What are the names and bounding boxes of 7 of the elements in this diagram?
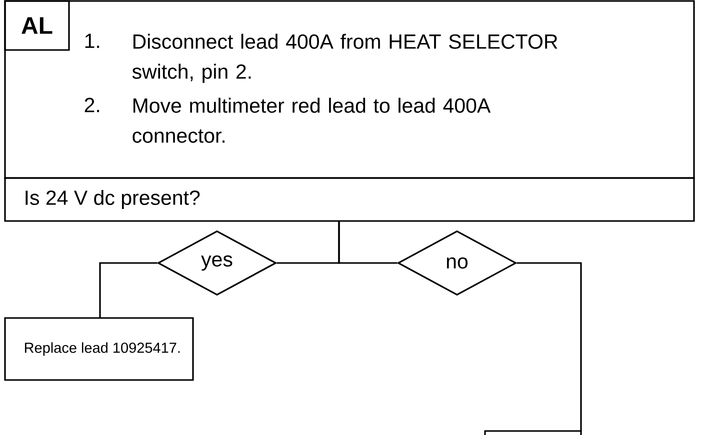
question-box: Is 24 V dc present? <box>4 177 695 222</box>
box <box>484 430 582 435</box>
connector-line <box>99 262 158 318</box>
action-box: Replace lead 10925417. <box>4 317 194 381</box>
connector-line <box>516 262 582 431</box>
connector-line <box>338 221 398 264</box>
step-tag-box: AL <box>4 0 70 51</box>
